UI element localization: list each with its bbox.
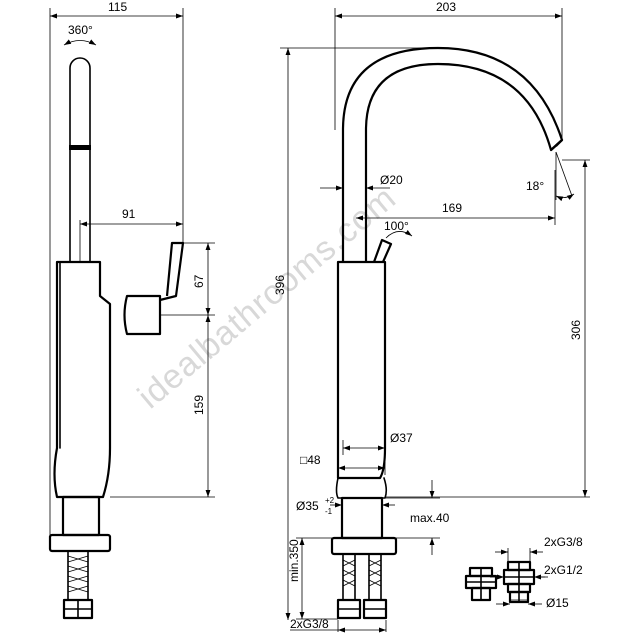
front-hoses xyxy=(342,553,382,601)
side-body xyxy=(53,260,112,499)
angle-valves: 2xG3/8 2xG1/2 Ø15 xyxy=(464,535,583,610)
dim-valve-outlet: 2xG3/8 xyxy=(544,535,583,549)
dim-hose-connection: 2xG3/8 xyxy=(290,617,329,631)
dim-side-width: 115 xyxy=(108,0,127,14)
front-base xyxy=(340,496,384,540)
side-view: 115 360° 91 67 159 xyxy=(48,0,215,620)
dim-spout-height: 306 xyxy=(569,320,583,340)
dim-front-width: 203 xyxy=(436,0,456,14)
dim-hole-diameter: Ø35 xyxy=(296,499,319,513)
dim-hole-tol-minus: -1 xyxy=(325,507,333,516)
front-lever xyxy=(372,238,393,263)
side-lever xyxy=(123,294,162,336)
dim-hole-tol-plus: +2 xyxy=(325,496,335,505)
front-body xyxy=(336,260,387,480)
dim-spout-reach: 169 xyxy=(442,201,462,215)
dim-lever-angle: 100° xyxy=(384,219,409,233)
dim-valve-inlet: 2xG1/2 xyxy=(544,563,583,577)
dim-rotation: 360° xyxy=(68,23,93,37)
front-view: 203 396 306 Ø20 169 100° 18° Ø37 xyxy=(273,0,590,633)
aerator-icon xyxy=(69,145,91,150)
dim-max-thickness: max.40 xyxy=(410,511,450,525)
dim-hose-length: min.350 xyxy=(287,539,301,582)
dim-spout-diameter: Ø20 xyxy=(380,173,403,187)
side-hose xyxy=(67,550,89,601)
dim-body-height: 159 xyxy=(192,395,206,415)
dim-handle-reach: 91 xyxy=(122,207,136,221)
dim-body-diameter: Ø37 xyxy=(390,431,413,445)
side-base xyxy=(61,495,101,537)
dim-outlet-angle: 18° xyxy=(526,179,544,193)
valve-right xyxy=(502,560,536,604)
valve-left xyxy=(464,566,498,602)
dim-total-height: 396 xyxy=(273,275,287,295)
side-spout xyxy=(69,57,91,263)
dim-handle-height: 67 xyxy=(192,274,206,288)
dim-base-square: □48 xyxy=(300,453,321,467)
dim-valve-diameter: Ø15 xyxy=(546,596,569,610)
